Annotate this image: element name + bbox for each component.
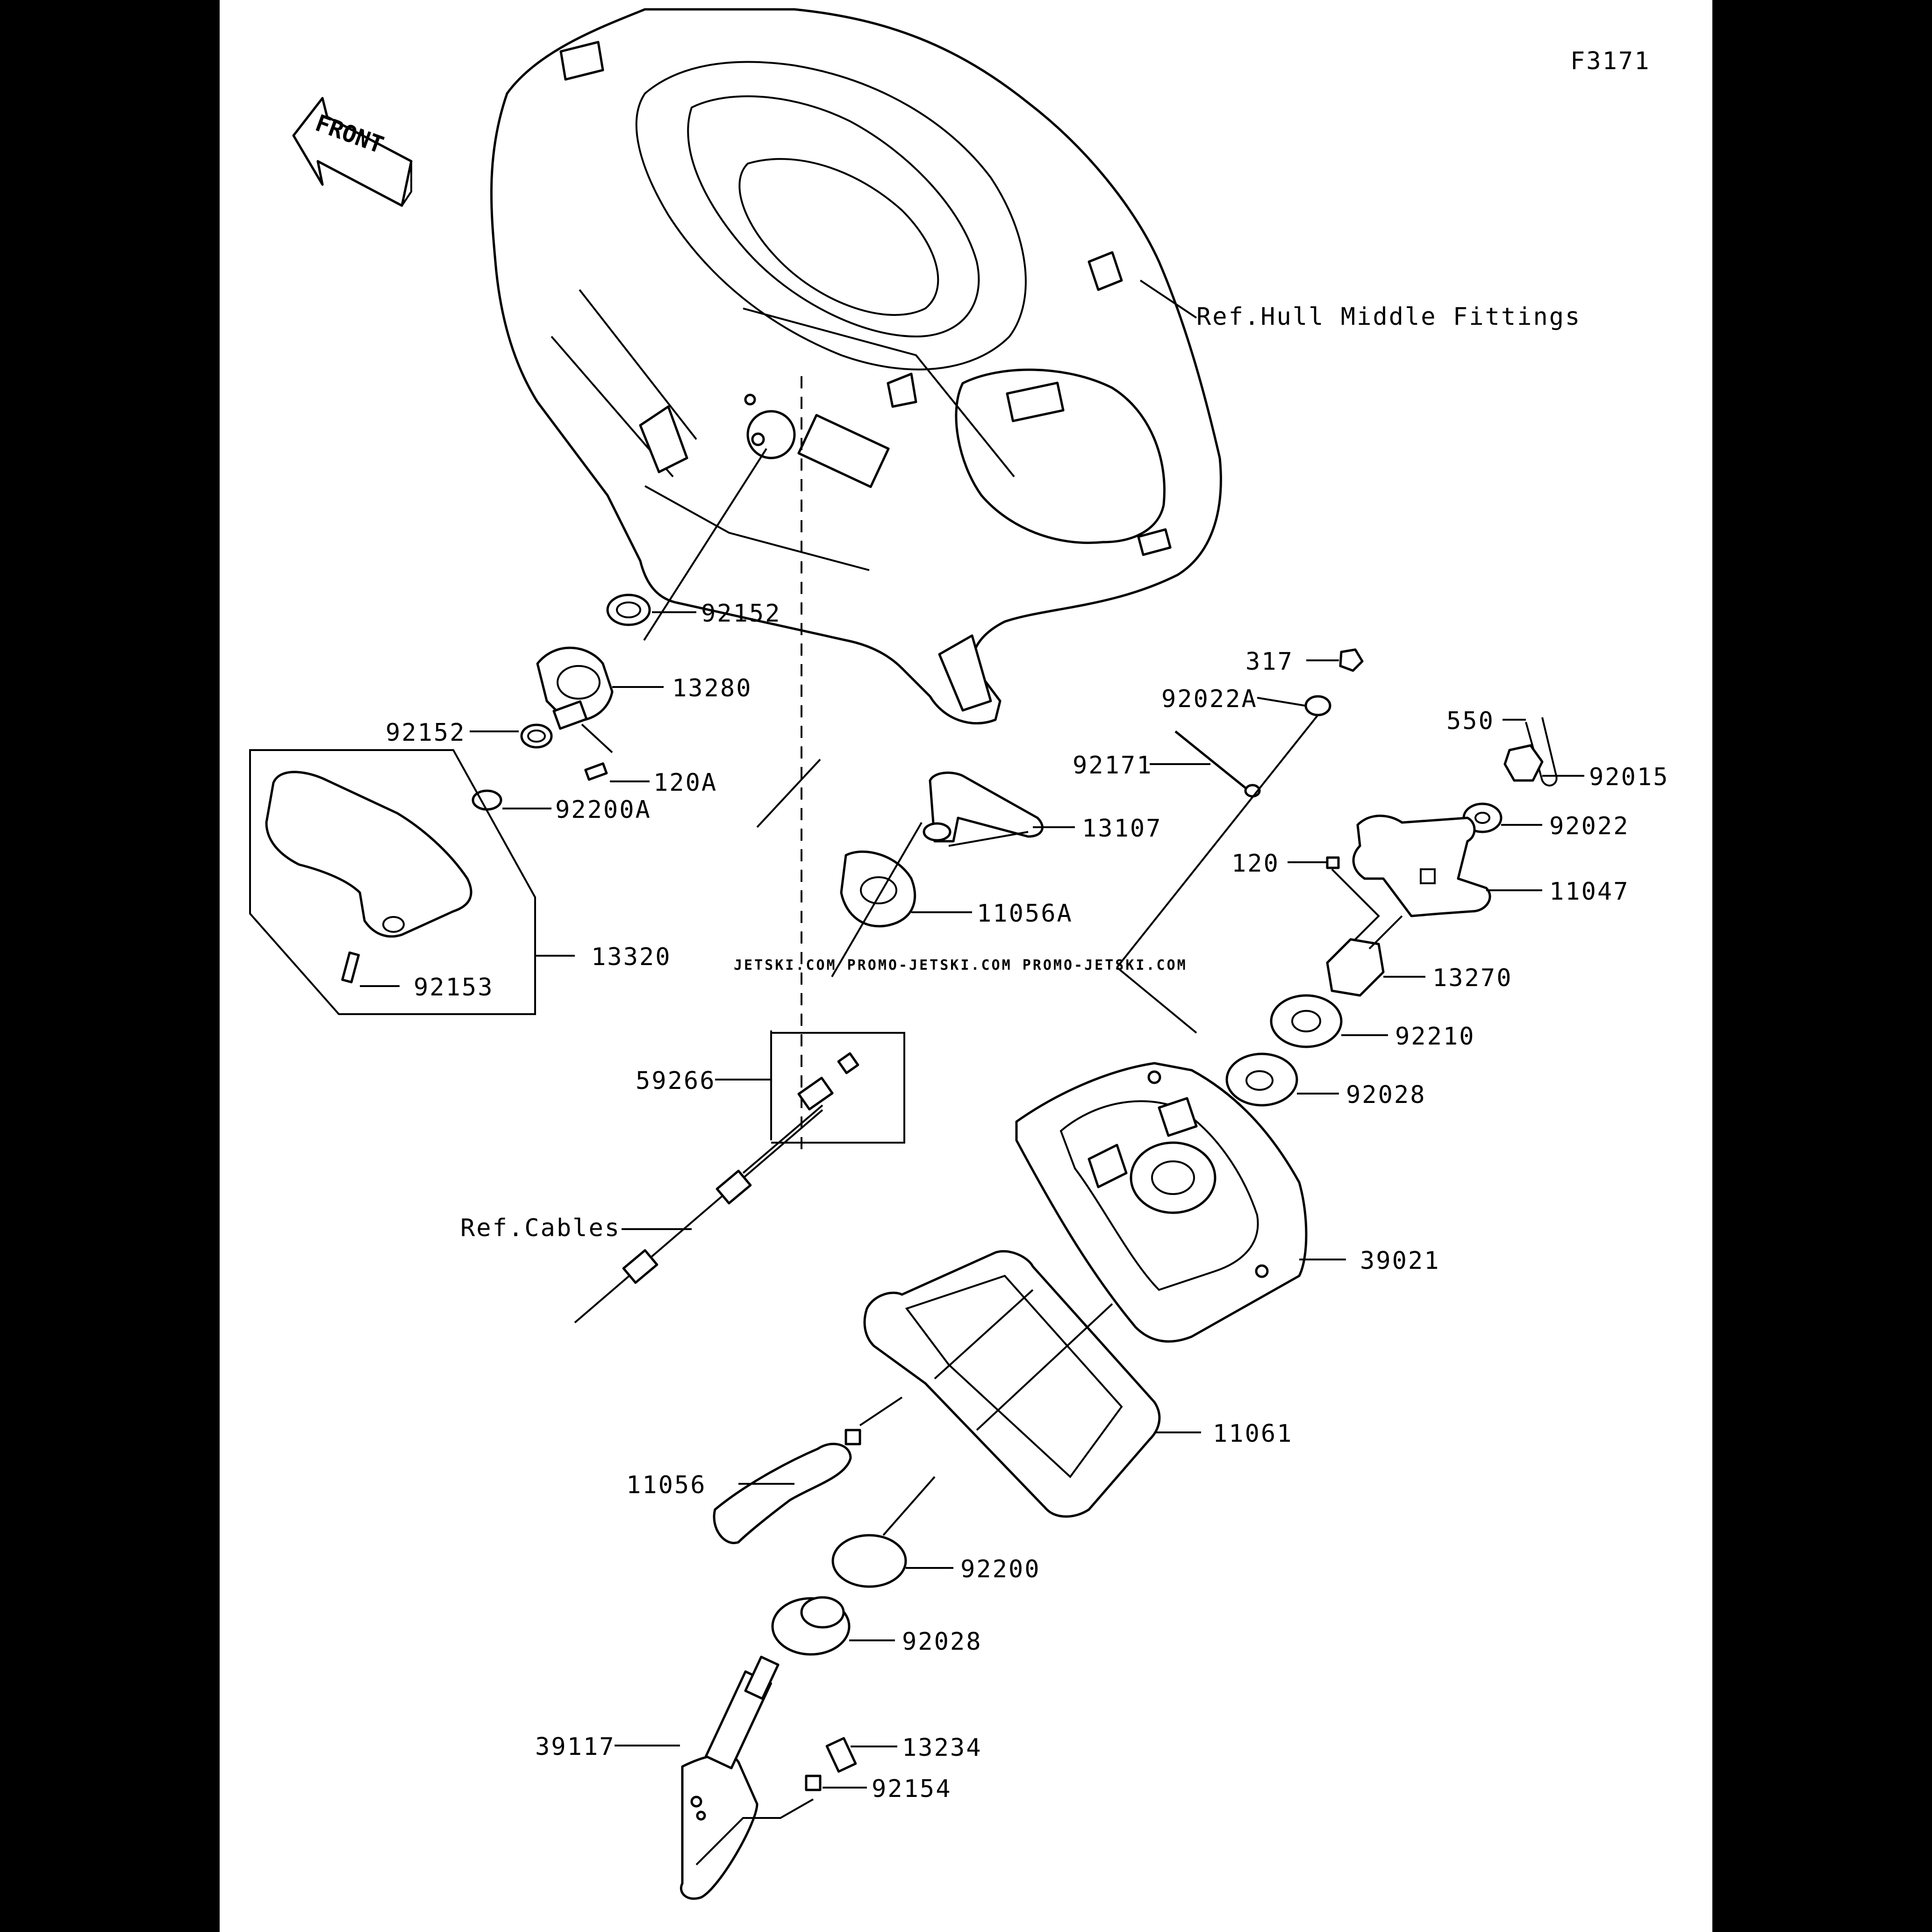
ref-cables-label: Ref.Cables — [460, 1214, 621, 1242]
label-92152-left: 92152 — [386, 719, 466, 747]
label-550: 550 — [1446, 707, 1495, 735]
control-cable — [574, 1104, 823, 1324]
label-39021: 39021 — [1360, 1247, 1440, 1275]
bolt-92154 — [805, 1775, 867, 1791]
label-11056A: 11056A — [977, 900, 1073, 928]
label-92028-upper: 92028 — [1346, 1081, 1426, 1109]
label-92171: 92171 — [1073, 751, 1153, 780]
label-92200: 92200 — [960, 1555, 1041, 1583]
label-13320: 13320 — [591, 943, 672, 971]
housing-39021 — [1015, 1062, 1346, 1343]
plate-11056A — [831, 822, 1029, 978]
label-92153: 92153 — [414, 973, 494, 1002]
label-92022: 92022 — [1549, 812, 1630, 840]
label-92028-lower: 92028 — [902, 1628, 982, 1656]
label-11047: 11047 — [1549, 878, 1630, 906]
grommet-92152-left — [470, 723, 553, 749]
bolt-120A — [584, 762, 650, 782]
diagram-code: F3171 — [1570, 47, 1651, 75]
label-120A: 120A — [653, 769, 717, 797]
label-39117: 39117 — [535, 1733, 615, 1761]
bracket-59266 — [715, 1030, 905, 1144]
upper-guide-line — [756, 758, 821, 828]
label-92022A: 92022A — [1161, 685, 1258, 713]
label-11056: 11056 — [626, 1471, 707, 1499]
label-13270: 13270 — [1432, 964, 1513, 992]
washer-92022A — [1257, 695, 1331, 716]
watermark: JETSKI.COM PROMO-JETSKI.COM PROMO-JETSKI… — [734, 957, 1188, 973]
link-11056 — [713, 1396, 903, 1544]
plate-13270 — [1326, 915, 1425, 997]
rod-92171 — [1116, 714, 1319, 1034]
hull-middle-fittings — [490, 8, 1222, 725]
assembly-13320 — [249, 749, 575, 1015]
label-11061: 11061 — [1213, 1420, 1293, 1448]
label-120: 120 — [1231, 850, 1280, 878]
label-317: 317 — [1245, 648, 1294, 676]
label-13280: 13280 — [672, 674, 752, 702]
front-direction-arrow: FRONT — [292, 97, 413, 207]
lever-13107 — [923, 771, 1075, 843]
bolt-13234 — [825, 1737, 897, 1773]
grommet-92152-top — [606, 448, 767, 641]
label-92152-top: 92152 — [701, 600, 781, 628]
label-92154: 92154 — [872, 1775, 952, 1803]
label-92210: 92210 — [1395, 1023, 1475, 1051]
label-92200A: 92200A — [555, 796, 651, 824]
seal-92028-upper — [1225, 1052, 1339, 1107]
label-13234: 13234 — [902, 1734, 982, 1762]
shaft-39117 — [615, 1655, 814, 1900]
label-92015: 92015 — [1589, 763, 1669, 791]
cap-92210 — [1270, 994, 1388, 1048]
label-13107: 13107 — [1082, 815, 1162, 843]
washer-92200 — [831, 1476, 953, 1588]
nut-317 — [1306, 648, 1364, 672]
ref-hull-label: Ref.Hull Middle Fittings — [1196, 303, 1581, 331]
castle-nut-92015 — [1503, 744, 1584, 782]
bracket-11047 — [1352, 815, 1542, 917]
gasket-11061 — [863, 1250, 1201, 1518]
seal-92028-lower — [771, 1596, 895, 1656]
housing-13280 — [536, 646, 664, 753]
label-59266: 59266 — [636, 1067, 716, 1095]
